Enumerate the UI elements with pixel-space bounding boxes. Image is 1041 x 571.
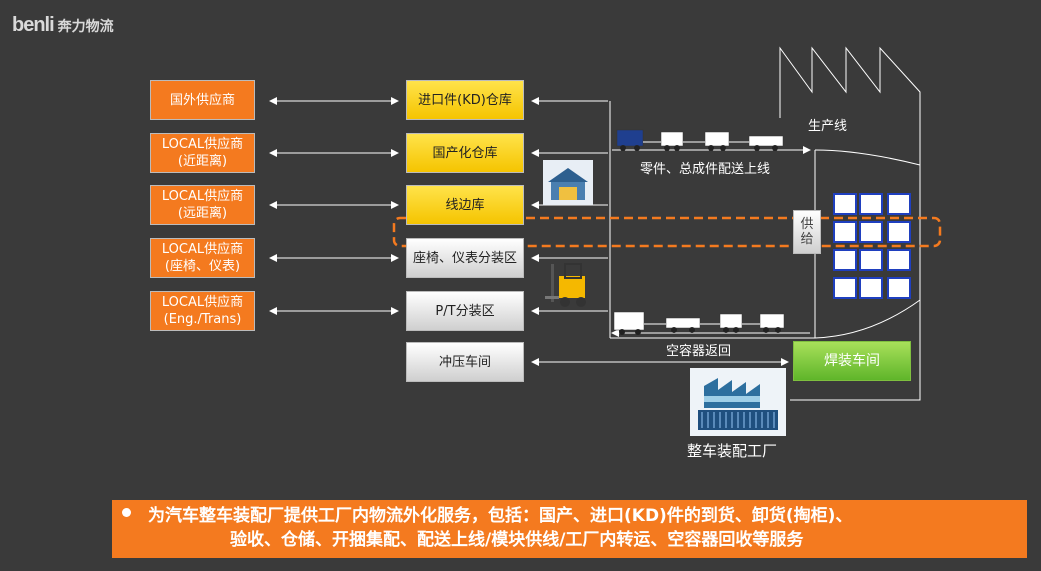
supply-label: 供 给	[800, 217, 814, 247]
parts-delivery-label: 零件、总成件配送上线	[640, 162, 771, 177]
supplier-label: 国外供应商	[169, 92, 235, 108]
logo-brand: benli	[12, 14, 55, 36]
factory-icon	[690, 368, 786, 440]
warehouse-label: 冲压车间	[438, 354, 491, 370]
warehouse-domestic: 国产化仓库	[406, 133, 524, 173]
supplier-label: LOCAL供应商 (远距离)	[161, 189, 244, 221]
area-pt-assembly: P/T分装区	[406, 291, 524, 331]
supplier-label: LOCAL供应商 (近距离)	[161, 137, 244, 169]
welding-shop: 焊装车间	[793, 341, 911, 381]
warehouse-lineside: 线边库	[406, 185, 524, 225]
rack-icon	[832, 192, 914, 308]
summary-banner: 为汽车整车装配厂提供工厂内物流外化服务，包括：国产、进口(KD)件的到货、卸货(…	[112, 500, 1027, 558]
warehouse-kd: 进口件(KD)仓库	[406, 80, 524, 120]
warehouse-label: P/T分装区	[435, 303, 495, 319]
production-line-label: 生产线	[808, 119, 848, 134]
supplier-local-engine: LOCAL供应商 (Eng./Trans)	[150, 291, 255, 331]
supplier-overseas: 国外供应商	[150, 80, 255, 120]
forklift-icon	[545, 260, 597, 314]
supply-box: 供 给	[793, 210, 821, 254]
warehouse-label: 线边库	[445, 197, 485, 213]
supplier-local-far: LOCAL供应商 (远距离)	[150, 185, 255, 225]
truck-train-icon	[612, 308, 797, 340]
supplier-local-seats: LOCAL供应商 (座椅、仪表)	[150, 238, 255, 278]
area-seat-assembly: 座椅、仪表分装区	[406, 238, 524, 278]
warehouse-label: 座椅、仪表分装区	[412, 250, 517, 266]
welding-label: 焊装车间	[824, 352, 880, 369]
supplier-label: LOCAL供应商 (Eng./Trans)	[161, 295, 244, 327]
warehouse-label: 国产化仓库	[432, 145, 498, 161]
supplier-local-near: LOCAL供应商 (近距离)	[150, 133, 255, 173]
bullet-icon	[122, 508, 131, 517]
stamping-shop: 冲压车间	[406, 342, 524, 382]
logo-cn: 奔力物流	[57, 18, 114, 34]
container-return-label: 空容器返回	[666, 344, 732, 359]
supplier-label: LOCAL供应商 (座椅、仪表)	[161, 242, 244, 274]
banner-line-2: 验收、仓储、开捆集配、配送上线/模块供线/工厂内转运、空容器回收等服务	[230, 530, 804, 550]
factory-label: 整车装配工厂	[687, 442, 778, 460]
warehouse-icon	[543, 160, 593, 209]
warehouse-label: 进口件(KD)仓库	[418, 92, 512, 108]
banner-line-1: 为汽车整车装配厂提供工厂内物流外化服务，包括：国产、进口(KD)件的到货、卸货(…	[148, 506, 853, 526]
truck-train-icon	[615, 126, 800, 158]
